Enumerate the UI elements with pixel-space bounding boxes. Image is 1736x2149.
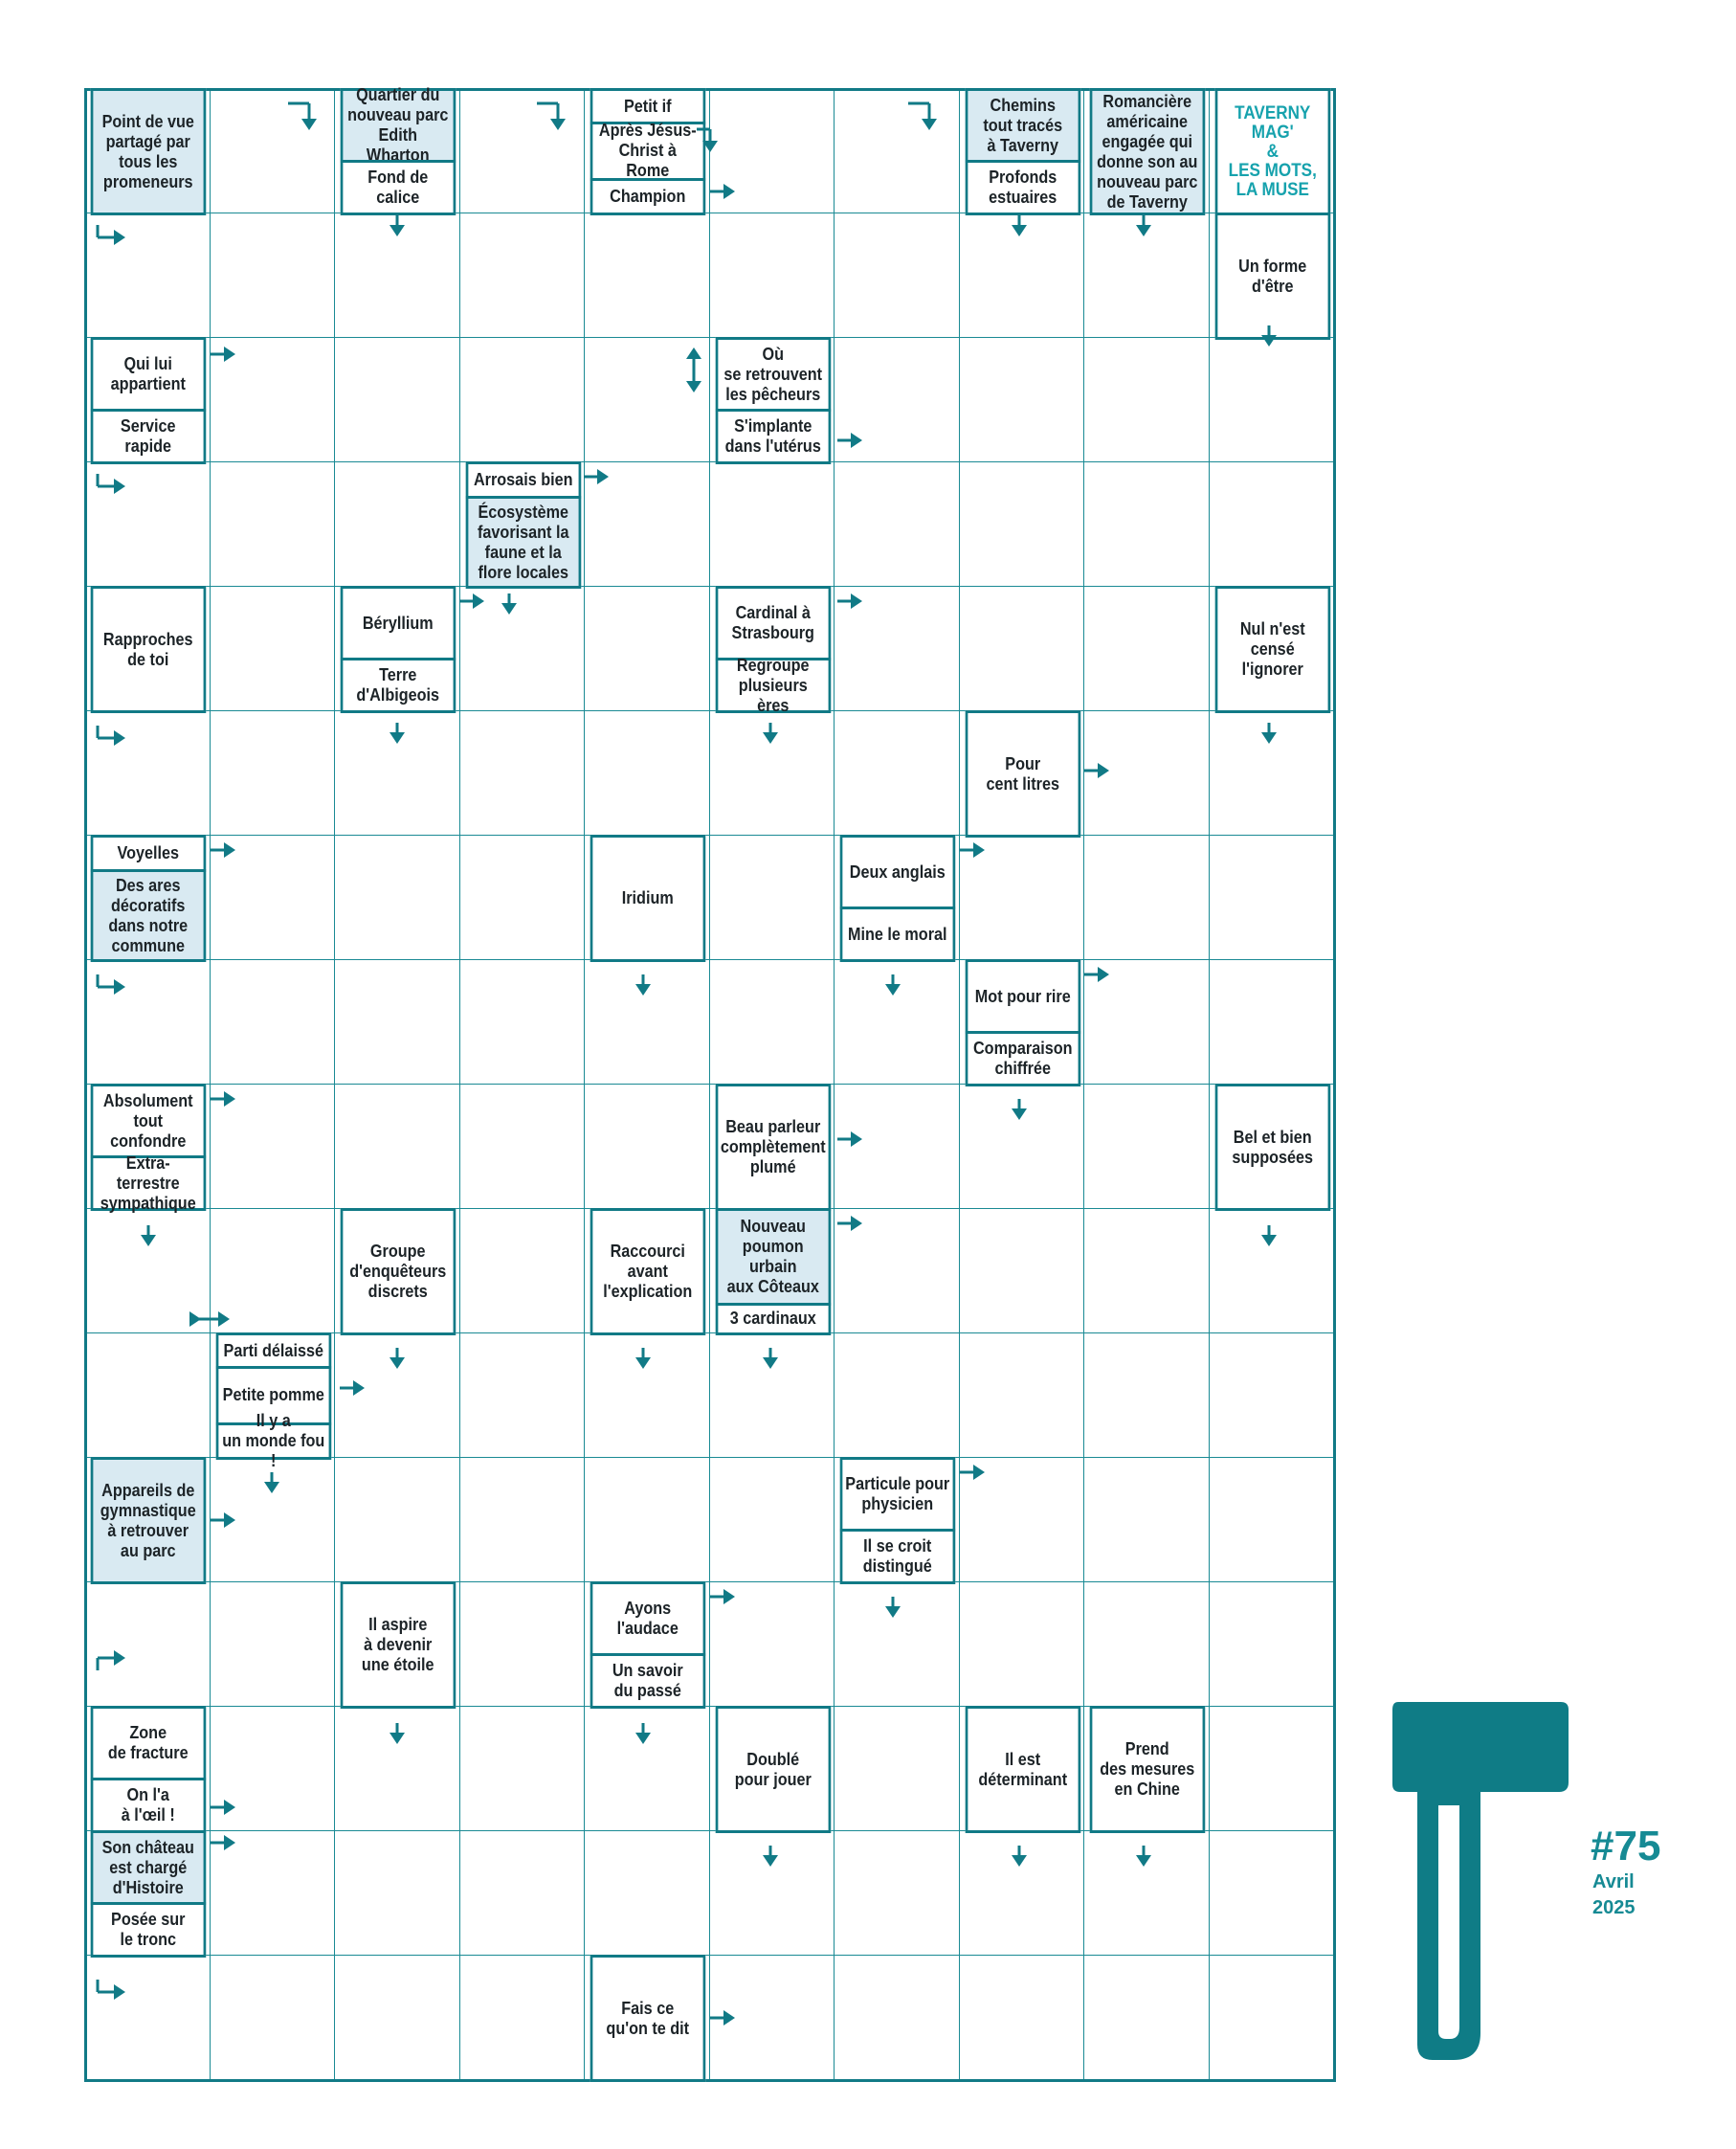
clue-box: Où se retrouvent les pêcheurs xyxy=(715,337,831,413)
clue-box: Groupe d'enquêteurs discrets xyxy=(340,1208,456,1335)
taverny-logo xyxy=(1392,1702,1569,2060)
clue-box: Regroupe plusieurs ères xyxy=(715,656,831,715)
clue-box: Service rapide xyxy=(90,409,206,464)
clue-box: Extra-terrestre sympathique xyxy=(90,1153,206,1213)
clue-box: Profonds estuaires xyxy=(965,160,1080,215)
clue-box: Doublé pour jouer xyxy=(715,1706,831,1833)
clue-box: 3 cardinaux xyxy=(715,1302,831,1335)
clue-box: Appareils de gymnastique à retrouver au … xyxy=(90,1457,206,1584)
clue-box: Voyelles xyxy=(90,835,206,873)
clue-box: Terre d'Albigeois xyxy=(340,658,456,713)
clue-box: Il aspire à devenir une étoile xyxy=(340,1581,456,1709)
issue-month: Avril xyxy=(1592,1871,1635,1892)
clue-box: Fais ce qu'on te dit xyxy=(590,1955,705,2082)
clue-box: Mine le moral xyxy=(839,907,955,962)
clue-box: Pour cent litres xyxy=(965,710,1080,838)
clue-box: On l'a à l'œil ! xyxy=(90,1778,206,1833)
clue-box: Nul n'est censé l'ignorer xyxy=(1214,586,1330,713)
clue-box: Absolument tout confondre xyxy=(90,1084,206,1159)
clue-box: Comparaison chiffrée xyxy=(965,1031,1080,1086)
clue-box: Chemins tout tracés à Taverny xyxy=(965,88,1080,164)
clue-box: Point de vue partagé par tous les promen… xyxy=(90,88,206,215)
clue-box: Après Jésus- Christ à Rome xyxy=(590,121,705,181)
clue-box: Qui lui appartient xyxy=(90,337,206,413)
clue-box: Posée sur le tronc xyxy=(90,1902,206,1958)
clue-box: Romancière américaine engagée qui donne … xyxy=(1089,88,1205,215)
clue-box: Petit if xyxy=(590,88,705,125)
clue-box: Beau parleur complètement plumé xyxy=(715,1084,831,1211)
clue-box: Des ares décoratifs dans notre commune xyxy=(90,869,206,962)
clue-box: Nouveau poumon urbain aux Côteaux xyxy=(715,1208,831,1306)
clue-box: Parti délaissé xyxy=(215,1332,331,1370)
clue-box: Écosystème favorisant la faune et la flo… xyxy=(465,496,581,589)
clue-box: S'implante dans l'utérus xyxy=(715,409,831,464)
clue-box: Raccourci avant l'explication xyxy=(590,1208,705,1335)
clue-box: Zone de fracture xyxy=(90,1706,206,1781)
clue-box: Fond de calice xyxy=(340,160,456,215)
grid-frame xyxy=(84,88,1336,2082)
clue-box: Il est déterminant xyxy=(965,1706,1080,1833)
clue-box: Quartier du nouveau parc Edith Wharton xyxy=(340,85,456,165)
issue-number: #75 xyxy=(1591,1823,1661,1869)
clue-box: Un forme d'être xyxy=(1214,213,1330,340)
clue-box: Particule pour physicien xyxy=(839,1457,955,1533)
clue-box: Béryllium xyxy=(340,586,456,661)
magazine-title: TAVERNY MAG' & LES MOTS, LA MUSE xyxy=(1214,88,1330,215)
clue-box: Son château est chargé d'Histoire xyxy=(90,1830,206,1906)
clue-box: Mot pour rire xyxy=(965,959,1080,1035)
clue-box: Deux anglais xyxy=(839,835,955,910)
clue-box: Rapproches de toi xyxy=(90,586,206,713)
clue-box: Un savoir du passé xyxy=(590,1653,705,1709)
clue-box: Iridium xyxy=(590,835,705,962)
clue-box: Prend des mesures en Chine xyxy=(1089,1706,1205,1833)
clue-box: Bel et bien supposées xyxy=(1214,1084,1330,1211)
clue-box: Il se croit distingué xyxy=(839,1529,955,1584)
clue-box: Arrosais bien xyxy=(465,461,581,500)
clue-box: Petite pomme xyxy=(215,1366,331,1425)
clue-box: Cardinal à Strasbourg xyxy=(715,586,831,661)
issue-year: 2025 xyxy=(1592,1897,1636,1918)
clue-box: Ayons l'audace xyxy=(590,1581,705,1657)
clue-box: Il y a un monde fou ! xyxy=(215,1411,331,1470)
clue-box: Champion xyxy=(590,177,705,215)
